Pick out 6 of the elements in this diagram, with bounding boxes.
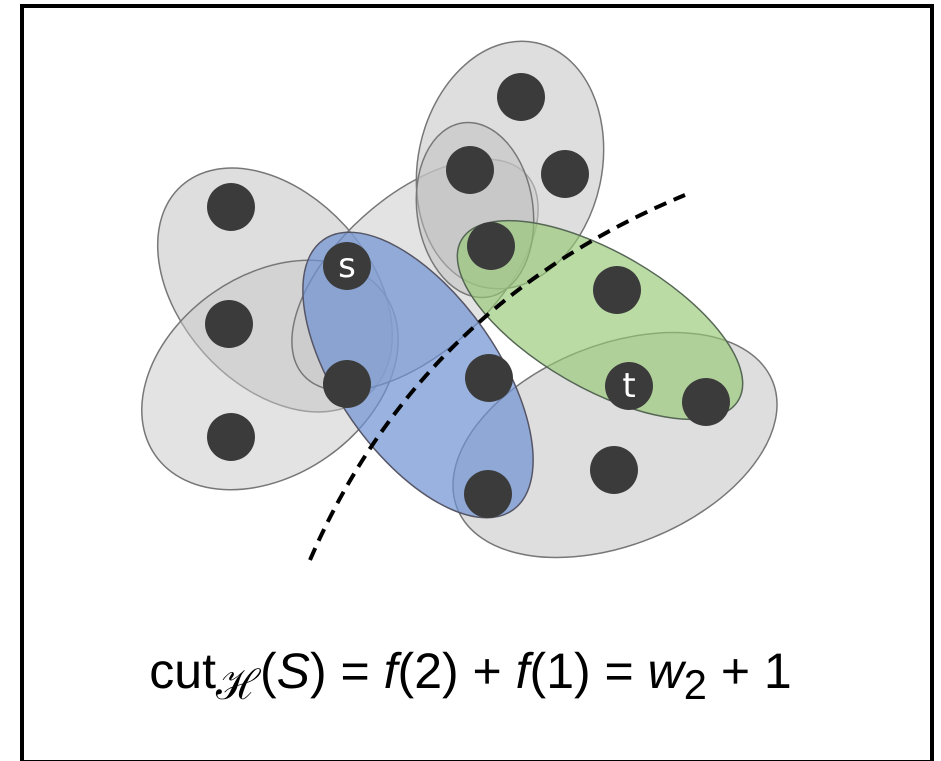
vertex-dot: [467, 222, 515, 270]
vertex-label: s: [338, 246, 356, 286]
vertex-dot: [605, 362, 653, 410]
vertex-dot: [205, 300, 253, 348]
cut-formula: cut$_{ℋ}$(S) = f(2) + f(1) = w$_{2}$ + 1: [148, 642, 793, 710]
vertex-label: t: [622, 366, 636, 406]
